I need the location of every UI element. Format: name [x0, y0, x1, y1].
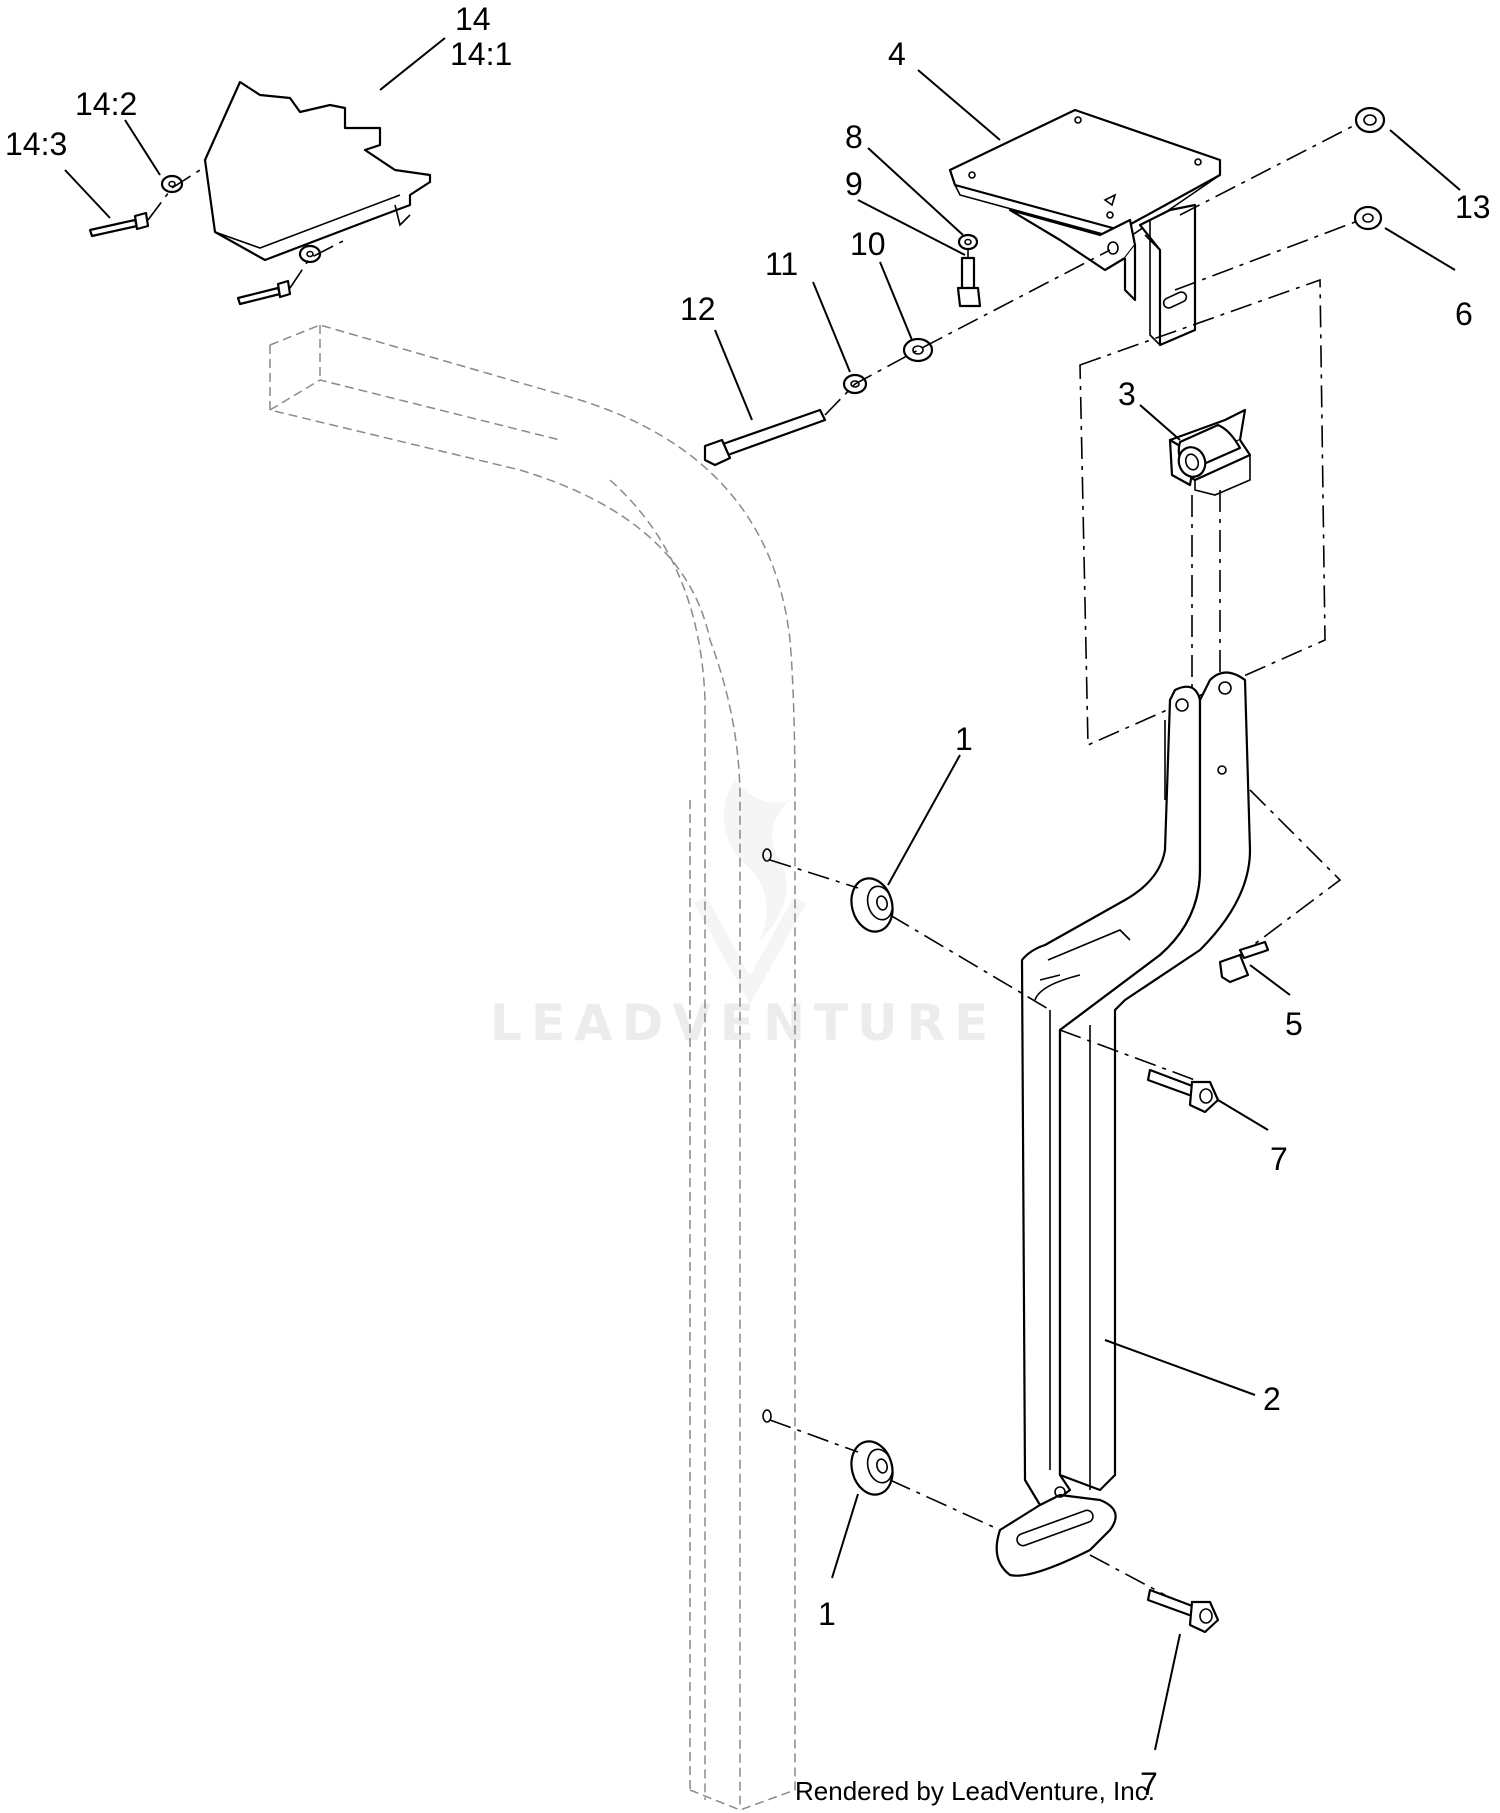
render-credit: Rendered by LeadVenture, Inc. [795, 1776, 1155, 1806]
hardware-top [703, 106, 1386, 467]
callout-14-3: 14:3 [5, 126, 67, 162]
callout-13: 13 [1455, 189, 1491, 225]
shield-part-14 [88, 80, 432, 306]
leader-lines [64, 37, 1461, 1751]
callout-7-bottom: 7 [1140, 1766, 1158, 1802]
bolt-part-7-bottom [1146, 1588, 1220, 1634]
callout-8: 8 [845, 119, 863, 155]
bolt-part-5 [1218, 940, 1270, 984]
callout-2: 2 [1263, 1381, 1281, 1417]
bolt-part-7-mid [1146, 1068, 1220, 1114]
roller-part-1-bottom [762, 1409, 1166, 1596]
callout-5: 5 [1285, 1006, 1303, 1042]
bracket-plate-part-4 [948, 108, 1222, 347]
callout-11: 11 [765, 246, 798, 282]
roller-part-1-top [762, 848, 1196, 1081]
callout-1-bottom: 1 [818, 1596, 836, 1632]
frame-tube-phantom [269, 324, 796, 1811]
callout-6: 6 [1455, 296, 1473, 332]
callout-9: 9 [845, 166, 863, 202]
callout-labels: 14 14:1 14:2 14:3 4 8 9 10 11 12 13 6 3 … [5, 1, 1491, 1802]
arm-part-2 [995, 671, 1342, 1577]
callout-14-1: 14:1 [450, 36, 512, 72]
callout-10: 10 [850, 226, 886, 262]
sleeve-part-3 [1079, 278, 1326, 747]
callout-7-mid: 7 [1270, 1141, 1288, 1177]
callout-14: 14 [455, 1, 491, 37]
callout-14-2: 14:2 [75, 86, 137, 122]
watermark-text: LEADVENTURE [490, 994, 997, 1052]
callout-4: 4 [888, 36, 906, 72]
callout-3: 3 [1118, 376, 1136, 412]
callout-12: 12 [680, 291, 716, 327]
callout-1-top: 1 [955, 721, 973, 757]
watermark-logo-icon [693, 780, 807, 1005]
